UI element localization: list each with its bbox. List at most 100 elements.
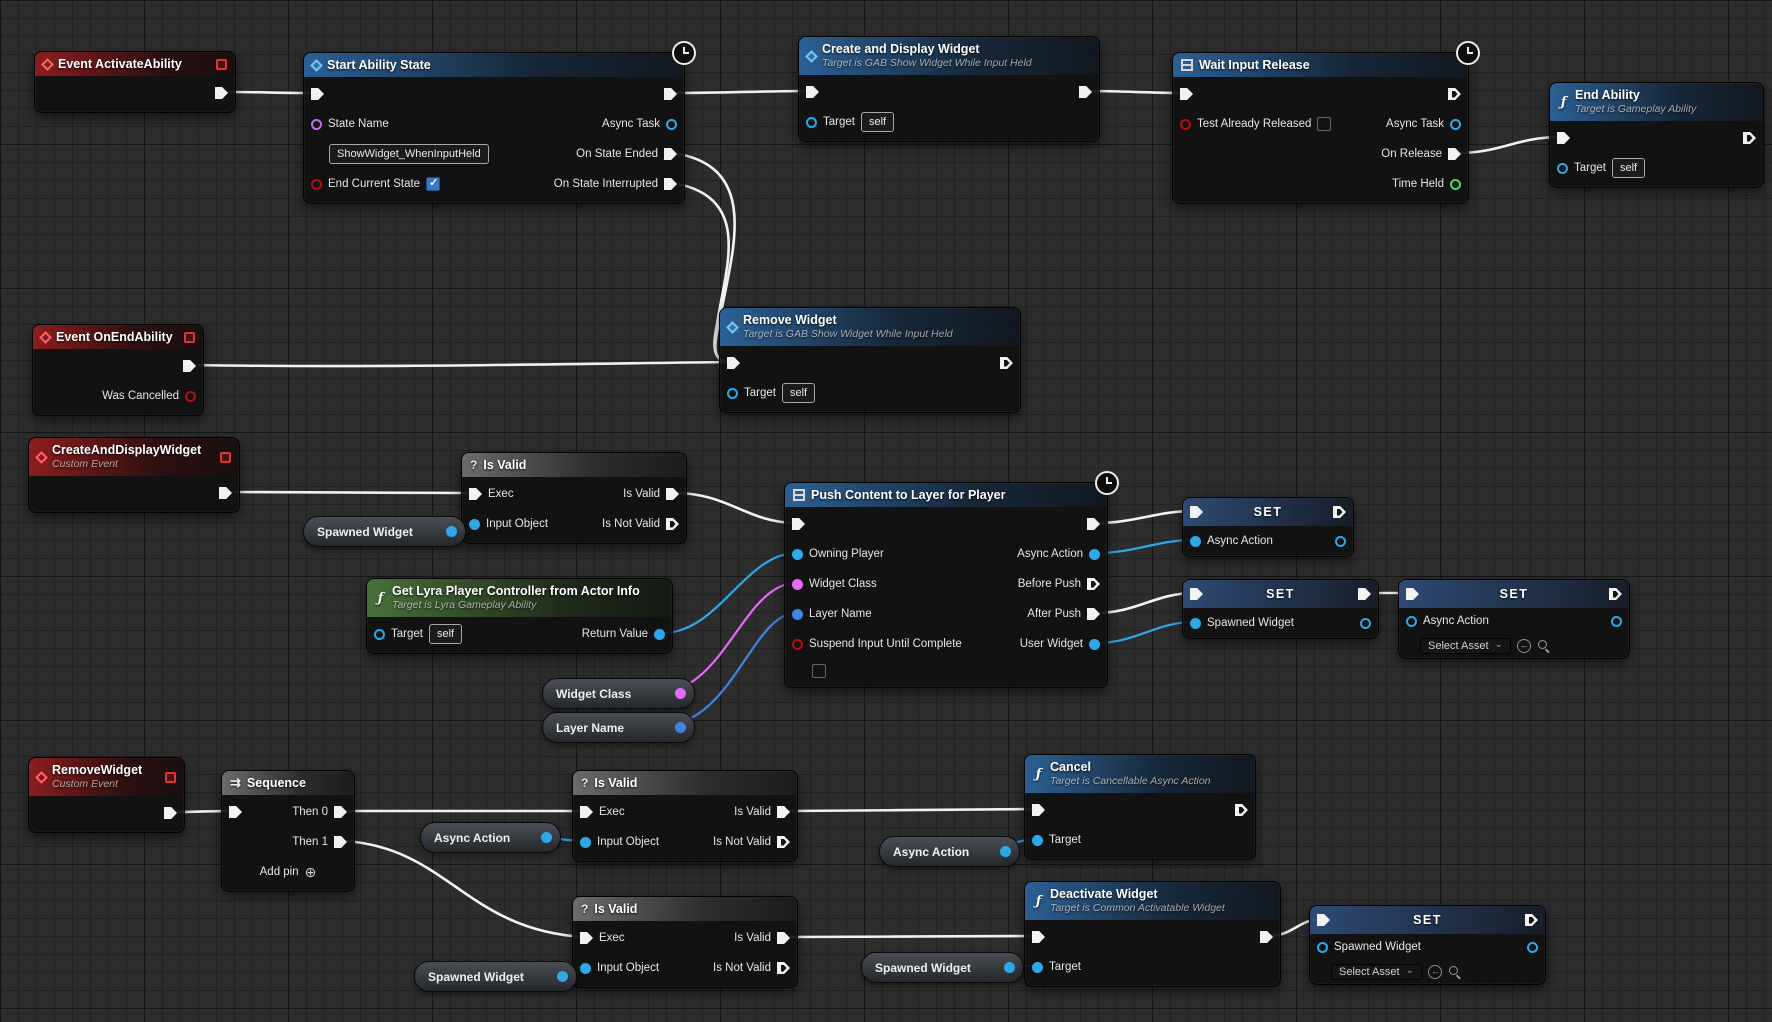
node-event-on-end-ability[interactable]: Event OnEndAbility Was Cancelled xyxy=(32,324,204,416)
layer-name-pin[interactable] xyxy=(792,608,803,620)
node-wait-input-release[interactable]: Wait Input Release Test Already Released… xyxy=(1172,41,1480,204)
exec-out-pin[interactable] xyxy=(164,807,177,819)
wire-afterpush-to-set2[interactable] xyxy=(1094,591,1196,615)
target-pin[interactable] xyxy=(727,387,738,399)
wire-startstate-to-createwidget[interactable] xyxy=(671,89,812,95)
delegate-pin[interactable] xyxy=(216,58,227,70)
suspend-input-checkbox[interactable] xyxy=(812,664,826,678)
node-push-content-to-layer[interactable]: Push Content to Layer for Player Owning … xyxy=(784,471,1119,688)
node-create-and-display-widget[interactable]: Create and Display Widget Target is GAB … xyxy=(798,36,1100,142)
exec-in-pin[interactable] xyxy=(580,932,593,944)
wire-customevent-to-isvalid1[interactable] xyxy=(226,490,475,495)
target-value[interactable]: self xyxy=(781,382,816,404)
is-valid-pin[interactable] xyxy=(777,806,790,818)
browse-asset-icon[interactable] xyxy=(1448,965,1462,979)
output-pin[interactable] xyxy=(557,971,568,982)
user-widget-pin[interactable] xyxy=(1089,638,1100,650)
wire-lyra-to-owningplayer[interactable] xyxy=(661,551,798,635)
output-pin[interactable] xyxy=(541,832,552,843)
exec-out-pin[interactable] xyxy=(219,487,232,499)
is-valid-pin[interactable] xyxy=(777,932,790,944)
delegate-pin[interactable] xyxy=(184,331,195,343)
getter-layer-name[interactable]: Layer Name xyxy=(542,712,695,743)
node-sequence[interactable]: Sequence Then 0 Then 1 Add pin xyxy=(221,770,355,892)
exec-out-pin[interactable] xyxy=(1743,132,1756,144)
on-state-interrupted-pin[interactable] xyxy=(664,178,677,190)
exec-out-pin[interactable] xyxy=(1079,86,1092,98)
exec-out-pin[interactable] xyxy=(1260,931,1273,943)
exec-in-pin[interactable] xyxy=(1557,132,1570,144)
was-cancelled-pin[interactable] xyxy=(185,390,196,402)
exec-in-pin[interactable] xyxy=(229,806,242,818)
is-valid-pin[interactable] xyxy=(666,488,679,500)
node-cancel[interactable]: Cancel Target is Cancellable Async Actio… xyxy=(1024,754,1256,860)
getter-widget-class[interactable]: Widget Class xyxy=(542,678,695,709)
getter-async-action[interactable]: Async Action xyxy=(420,822,561,853)
node-is-valid-2[interactable]: Is Valid Exec Is Valid Input Object Is N… xyxy=(572,770,798,862)
wire-createwidget-to-waitinput[interactable] xyxy=(1086,89,1186,95)
select-asset-dropdown[interactable]: Select Asset xyxy=(1420,638,1511,654)
on-release-pin[interactable] xyxy=(1448,148,1461,160)
node-end-ability[interactable]: End Ability Target is Gameplay Ability T… xyxy=(1549,82,1764,188)
wire-push-to-set1[interactable] xyxy=(1094,509,1196,525)
value-out-pin[interactable] xyxy=(1335,535,1346,547)
return-value-pin[interactable] xyxy=(654,628,665,640)
time-held-pin[interactable] xyxy=(1450,178,1461,190)
getter-spawned-widget[interactable]: Spawned Widget xyxy=(303,516,466,547)
exec-out-pin[interactable] xyxy=(1525,914,1538,926)
delegate-pin[interactable] xyxy=(165,771,176,783)
exec-in-pin[interactable] xyxy=(1180,88,1193,100)
output-pin[interactable] xyxy=(1004,962,1015,973)
node-start-ability-state[interactable]: Start Ability State State Name Async Tas… xyxy=(303,41,696,204)
wire-isvalid1-to-push[interactable] xyxy=(673,491,798,525)
async-action-pin[interactable] xyxy=(1089,548,1100,560)
wire-activate-to-startstate[interactable] xyxy=(222,90,317,95)
target-value[interactable]: self xyxy=(428,623,463,645)
exec-out-pin[interactable] xyxy=(1333,506,1346,518)
target-pin[interactable] xyxy=(1032,834,1043,846)
getter-spawned-widget-2[interactable]: Spawned Widget xyxy=(414,961,577,992)
exec-in-pin[interactable] xyxy=(727,357,740,369)
exec-in-pin[interactable] xyxy=(1032,804,1045,816)
value-out-pin[interactable] xyxy=(1527,941,1538,953)
value-in-pin[interactable] xyxy=(1190,617,1201,629)
wire-then1-to-isvalid3[interactable] xyxy=(343,839,586,939)
value-out-pin[interactable] xyxy=(1611,615,1622,627)
then1-pin[interactable] xyxy=(334,836,347,848)
exec-in-pin[interactable] xyxy=(311,88,324,100)
node-set-spawned-widget-2[interactable]: SET Spawned Widget Select Asset xyxy=(1309,905,1546,985)
node-get-lyra-player-controller[interactable]: Get Lyra Player Controller from Actor In… xyxy=(366,578,673,654)
node-custom-event-remove-widget[interactable]: RemoveWidget Custom Event xyxy=(28,757,185,833)
input-object-pin[interactable] xyxy=(580,836,591,848)
target-pin[interactable] xyxy=(1032,961,1043,973)
target-pin[interactable] xyxy=(806,116,817,128)
exec-out-pin[interactable] xyxy=(1358,588,1371,600)
use-selected-asset-icon[interactable] xyxy=(1516,639,1531,653)
output-pin[interactable] xyxy=(675,688,686,699)
getter-async-action-2[interactable]: Async Action xyxy=(879,836,1020,867)
async-task-pin[interactable] xyxy=(1450,118,1461,130)
exec-out-pin[interactable] xyxy=(1609,588,1622,600)
add-pin-button[interactable] xyxy=(305,864,317,881)
exec-out-pin[interactable] xyxy=(1087,518,1100,530)
owning-player-pin[interactable] xyxy=(792,548,803,560)
wire-stateinterrupted-to-removewidget[interactable] xyxy=(671,181,733,364)
async-task-pin[interactable] xyxy=(666,118,677,130)
node-set-async-action-1[interactable]: SET Async Action xyxy=(1182,497,1354,557)
exec-in-pin[interactable] xyxy=(1406,588,1419,600)
after-push-pin[interactable] xyxy=(1087,608,1100,620)
is-not-valid-pin[interactable] xyxy=(666,518,679,530)
target-pin[interactable] xyxy=(1557,162,1568,174)
value-in-pin[interactable] xyxy=(1317,941,1328,953)
node-is-valid-1[interactable]: Is Valid Exec Is Valid Input Object Is N… xyxy=(461,452,687,544)
wire-isvalid3-to-deactivate[interactable] xyxy=(786,934,1038,939)
then0-pin[interactable] xyxy=(334,806,347,818)
node-event-activate-ability[interactable]: Event ActivateAbility xyxy=(34,51,236,113)
exec-out-pin[interactable] xyxy=(183,360,196,372)
wire-widgetclass-to-push[interactable] xyxy=(658,581,798,694)
exec-out-pin[interactable] xyxy=(1000,357,1013,369)
node-set-spawned-widget-1[interactable]: SET Spawned Widget xyxy=(1182,579,1379,639)
wire-onend-to-removewidget[interactable] xyxy=(190,360,733,368)
value-out-pin[interactable] xyxy=(1360,617,1371,629)
